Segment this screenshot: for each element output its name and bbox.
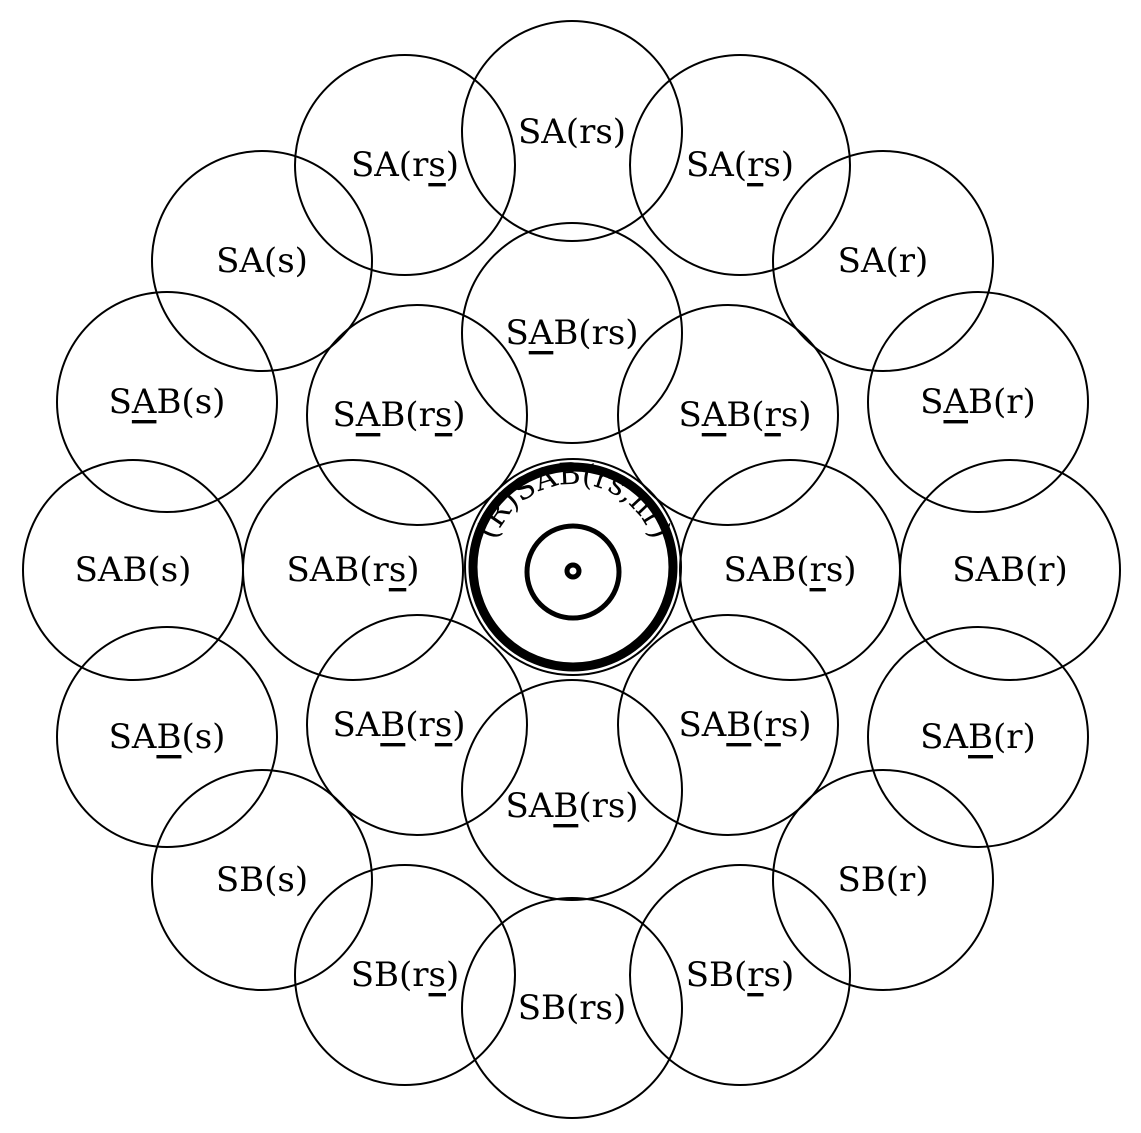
label-sab-ula-rs-ul-r: SAB(rs) xyxy=(678,395,811,435)
label-sb-s: SB(s) xyxy=(216,860,308,900)
ring-sa-rs-top xyxy=(461,20,683,242)
label-sab-ulb-r: SAB(r) xyxy=(920,717,1036,757)
label-group: SA(rs) SA(rs) SA(rs) SA(s) SA(r) SAB(rs) SAB(s… xyxy=(75,112,1068,1028)
label-sab-rs-ul-s: SAB(rs) xyxy=(286,550,419,590)
label-sb-rs-ul-s: SB(rs) xyxy=(351,955,460,995)
label-sa-s: SA(s) xyxy=(216,241,308,281)
center-hub: (R)SAB(rs,nr) xyxy=(464,457,682,676)
label-sa-rs-ul-s: SA(rs) xyxy=(351,145,459,185)
label-sab-ula-rs: SAB(rs) xyxy=(505,313,638,353)
label-sab-ulb-rs-ul-r: SAB(rs) xyxy=(678,705,811,745)
label-sab-ulb-rs-ul-s: SAB(rs) xyxy=(332,705,465,745)
ring-sab-ula-rs-ul-s xyxy=(306,304,528,526)
ring-sab-r xyxy=(899,459,1121,681)
ring-sab-ulb-r xyxy=(867,626,1089,848)
center-inner-ring xyxy=(524,523,622,621)
ring-sa-r xyxy=(772,150,994,372)
ring-group xyxy=(22,20,1121,1119)
ring-sab-ula-rs xyxy=(461,222,683,444)
label-sab-ulb-s: SAB(s) xyxy=(109,717,226,757)
ring-sb-rs-bottom xyxy=(461,897,683,1119)
ring-sb-r xyxy=(772,769,994,991)
ring-sb-rs-ul-r xyxy=(629,864,851,1086)
center-outer-ring xyxy=(464,458,682,676)
center-dot xyxy=(564,562,582,580)
label-sab-r: SAB(r) xyxy=(952,550,1068,590)
ring-sab-ulb-rs-ul-s xyxy=(306,614,528,836)
label-sab-s: SAB(s) xyxy=(75,550,192,590)
label-sab-ula-rs-ul-s: SAB(rs) xyxy=(332,395,465,435)
label-sa-r: SA(r) xyxy=(838,241,929,281)
label-sab-ula-s: SAB(s) xyxy=(109,382,226,422)
ring-sab-rs-ul-s xyxy=(242,459,464,681)
ring-sab-ula-s xyxy=(56,291,278,513)
label-sb-r: SB(r) xyxy=(837,860,928,900)
ring-sa-rs-ul-s xyxy=(294,54,516,276)
ring-sb-rs-ul-s xyxy=(294,864,516,1086)
label-sb-rs-ul-r: SB(rs) xyxy=(686,955,795,995)
ring-sab-ula-rs-ul-r xyxy=(617,304,839,526)
label-sb-rs-bottom: SB(rs) xyxy=(518,988,627,1028)
center-thick-ring xyxy=(468,462,678,672)
ring-sb-s xyxy=(151,769,373,991)
label-sa-rs-ul-r: SA(rs) xyxy=(686,145,794,185)
ring-sab-ulb-rs xyxy=(461,679,683,901)
label-sab-rs-ul-r: SAB(rs) xyxy=(723,550,856,590)
ring-sa-rs-ul-r xyxy=(629,54,851,276)
label-sab-ula-r: SAB(r) xyxy=(920,382,1036,422)
label-sab-ulb-rs: SAB(rs) xyxy=(505,786,638,826)
label-sa-rs-top: SA(rs) xyxy=(518,112,626,152)
ring-sab-ulb-rs-ul-r xyxy=(617,614,839,836)
ring-sa-s xyxy=(151,150,373,372)
ring-sab-ula-r xyxy=(867,291,1089,513)
ring-sab-ulb-s xyxy=(56,626,278,848)
